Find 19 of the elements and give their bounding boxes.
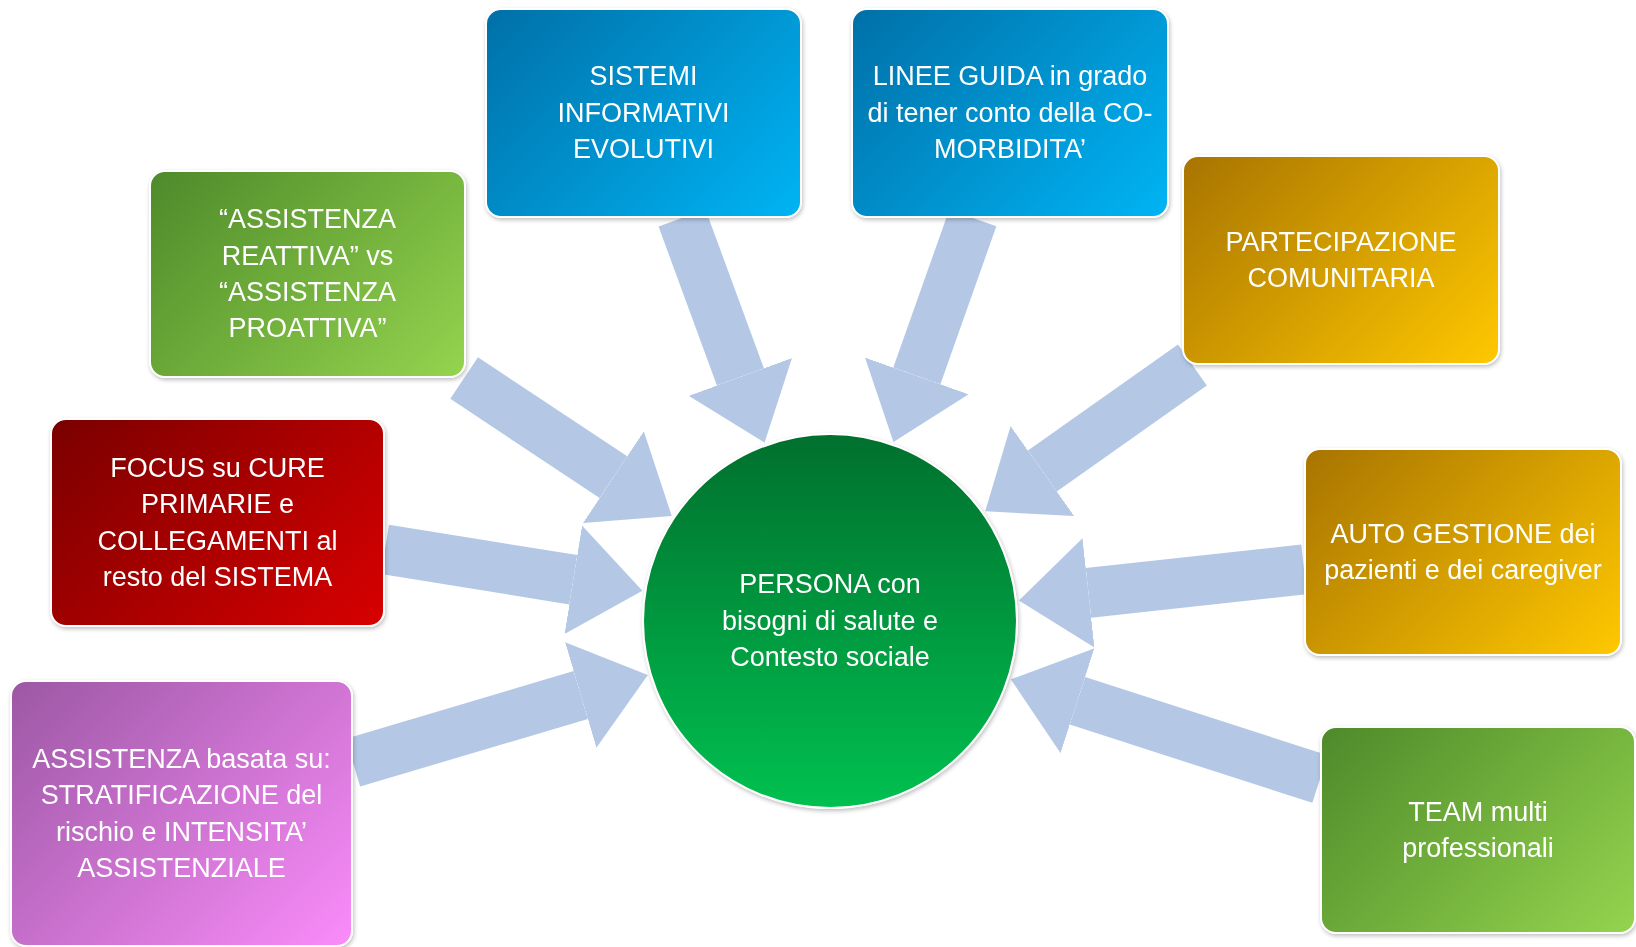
concept-box xyxy=(1182,155,1500,365)
box-text: PERSONA con bisogni di salute e Contesto sociale xyxy=(720,568,940,675)
concept-box xyxy=(149,170,466,378)
box-text: SISTEMI INFORMATIVI EVOLUTIVI xyxy=(556,60,731,167)
concept-box xyxy=(851,8,1169,218)
box-text: PARTECIPAZIONE COMUNITARIA xyxy=(1224,225,1458,295)
concept-box xyxy=(485,8,802,218)
concept-box xyxy=(50,418,385,627)
box-text: ASSISTENZA basata su: STRATIFICAZIONE del rischio e INTENSITA’ ASSISTENZIALE xyxy=(31,742,332,885)
box-text: FOCUS su CURE PRIMARIE e COLLEGAMENTI al resto del SISTEMA xyxy=(96,451,339,594)
box-text: LINEE GUIDA in grado di tener conto della CO-MORBIDITA’ xyxy=(866,60,1154,167)
concept-box xyxy=(10,680,353,947)
box-text: AUTO GESTIONE dei pazienti e dei caregiver xyxy=(1323,517,1603,587)
concept-box xyxy=(1304,448,1622,656)
box-text: “ASSISTENZA REATTIVA” vs “ASSISTENZA PROATTIVA” xyxy=(218,203,397,346)
block-arrow xyxy=(985,344,1207,516)
block-arrow xyxy=(450,357,672,523)
box-text: TEAM multi professionali xyxy=(1401,795,1555,865)
concept-box xyxy=(1320,726,1636,934)
